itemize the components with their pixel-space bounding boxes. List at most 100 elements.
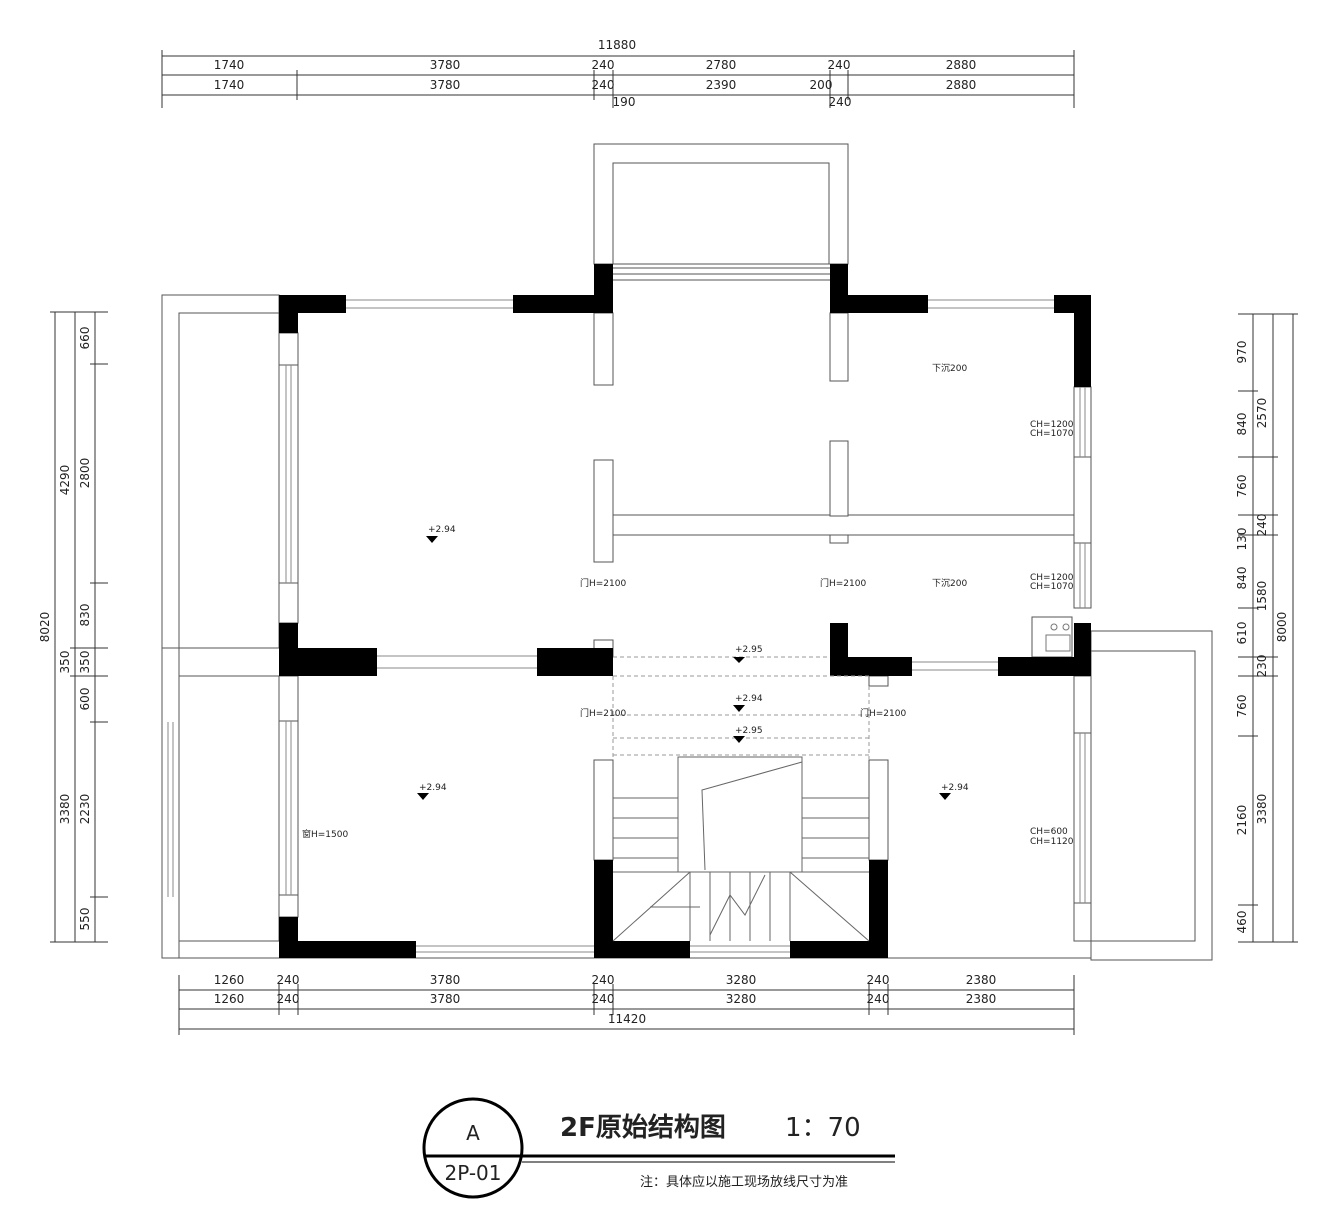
svg-text:2230: 2230	[78, 794, 92, 825]
window-glazing-lines	[167, 299, 1086, 953]
svg-text:3380: 3380	[58, 794, 72, 825]
top-dim-row2: 1740 3780 240 2390 200 2880	[214, 78, 977, 92]
svg-text:460: 460	[1235, 911, 1249, 934]
svg-text:660: 660	[78, 327, 92, 350]
svg-text:240: 240	[829, 95, 852, 109]
svg-text:CH=1120: CH=1120	[1030, 837, 1074, 847]
top-dim-row3: 190 240	[613, 95, 852, 109]
top-total-dim: 11880	[598, 38, 636, 52]
drawing-scale: 1：70	[785, 1113, 861, 1143]
top-dim-row1: 1740 3780 240 2780 240 2880	[214, 58, 977, 72]
svg-text:2380: 2380	[966, 973, 997, 987]
svg-text:2880: 2880	[946, 58, 977, 72]
title-block: A 2P-01 2F原始结构图 1：70 注：具体应以施工现场放线尺寸为准	[422, 1097, 895, 1199]
sink-fixture	[1045, 623, 1071, 652]
drawing-title: 2F原始结构图	[560, 1113, 726, 1143]
svg-text:760: 760	[1235, 695, 1249, 718]
svg-text:610: 610	[1235, 622, 1249, 645]
svg-text:+2.94: +2.94	[428, 525, 456, 535]
svg-text:240: 240	[867, 973, 890, 987]
svg-text:240: 240	[592, 78, 615, 92]
svg-text:CH=600: CH=600	[1030, 827, 1068, 837]
svg-text:3780: 3780	[430, 78, 461, 92]
svg-text:240: 240	[867, 992, 890, 1006]
svg-text:8020: 8020	[38, 612, 52, 643]
svg-text:CH=1070: CH=1070	[1030, 582, 1074, 592]
left-dims-text: 8020 4290 350 3380 660 2800 830 350 600 …	[38, 327, 92, 931]
bottom-total-dim: 11420	[608, 1012, 646, 1026]
svg-text:CH=1070: CH=1070	[1030, 429, 1074, 439]
svg-text:230: 230	[1255, 655, 1269, 678]
staircase	[612, 756, 870, 942]
svg-text:8000: 8000	[1275, 612, 1289, 643]
svg-text:3780: 3780	[430, 58, 461, 72]
svg-text:240: 240	[828, 58, 851, 72]
svg-text:240: 240	[592, 58, 615, 72]
svg-text:240: 240	[277, 992, 300, 1006]
section-letter: A	[466, 1121, 480, 1145]
top-dimension-chain	[161, 50, 1075, 108]
svg-text:2800: 2800	[78, 458, 92, 489]
svg-text:840: 840	[1235, 567, 1249, 590]
bottom-dim-row2: 1260 240 3780 240 3280 240 2380	[214, 992, 997, 1006]
level-labels: +2.94 +2.95 +2.94 +2.95 +2.94 +2.94	[419, 525, 969, 793]
svg-text:门H=2100: 门H=2100	[860, 707, 906, 719]
svg-text:240: 240	[592, 992, 615, 1006]
svg-text:2780: 2780	[706, 58, 737, 72]
svg-text:门H=2100: 门H=2100	[820, 577, 866, 589]
svg-text:2380: 2380	[966, 992, 997, 1006]
svg-text:240: 240	[1255, 514, 1269, 537]
svg-text:门H=2100: 门H=2100	[580, 577, 626, 589]
svg-text:240: 240	[592, 973, 615, 987]
svg-text:200: 200	[810, 78, 833, 92]
svg-text:830: 830	[78, 604, 92, 627]
svg-text:1740: 1740	[214, 78, 245, 92]
svg-text:4290: 4290	[58, 465, 72, 496]
sink-note-upper: 下沉200	[932, 363, 967, 374]
svg-text:2570: 2570	[1255, 398, 1269, 429]
svg-text:1580: 1580	[1255, 581, 1269, 612]
svg-text:600: 600	[78, 688, 92, 711]
right-dimension-chain	[1238, 313, 1298, 943]
svg-text:350: 350	[78, 651, 92, 674]
svg-text:2160: 2160	[1235, 805, 1249, 836]
structural-walls	[279, 264, 1091, 958]
svg-text:190: 190	[613, 95, 636, 109]
level-markers	[417, 536, 951, 800]
svg-text:+2.94: +2.94	[419, 783, 447, 793]
svg-text:+2.95: +2.95	[735, 645, 763, 655]
sheet-code: 2P-01	[444, 1161, 501, 1185]
svg-text:1260: 1260	[214, 992, 245, 1006]
svg-text:970: 970	[1235, 341, 1249, 364]
svg-text:550: 550	[78, 908, 92, 931]
svg-text:3280: 3280	[726, 973, 757, 987]
svg-text:2880: 2880	[946, 78, 977, 92]
sink-note-lower: 下沉200	[932, 578, 967, 589]
svg-text:2390: 2390	[706, 78, 737, 92]
svg-text:窗H=1500: 窗H=1500	[302, 828, 348, 840]
svg-text:350: 350	[58, 651, 72, 674]
svg-text:760: 760	[1235, 475, 1249, 498]
svg-text:1260: 1260	[214, 973, 245, 987]
bottom-dimension-chain	[178, 975, 1075, 1035]
room-annotations: 下沉200 下沉200 CH=1200 CH=1070 CH=1200 CH=1…	[302, 363, 1074, 847]
svg-text:+2.94: +2.94	[735, 694, 763, 704]
right-dims-text: 8000 2570 240 1580 230 3380 970 840 760 …	[1235, 341, 1289, 934]
left-dimension-chain	[50, 311, 108, 943]
svg-text:3380: 3380	[1255, 794, 1269, 825]
svg-text:3780: 3780	[430, 992, 461, 1006]
drawing-note: 注：具体应以施工现场放线尺寸为准	[640, 1174, 848, 1190]
svg-text:CH=1200: CH=1200	[1030, 420, 1074, 430]
svg-text:840: 840	[1235, 413, 1249, 436]
svg-text:门H=2100: 门H=2100	[580, 707, 626, 719]
bottom-dim-row1: 1260 240 3780 240 3280 240 2380	[214, 973, 997, 987]
svg-text:+2.95: +2.95	[735, 726, 763, 736]
svg-text:CH=1200: CH=1200	[1030, 573, 1074, 583]
svg-text:3780: 3780	[430, 973, 461, 987]
svg-text:3280: 3280	[726, 992, 757, 1006]
svg-text:+2.94: +2.94	[941, 783, 969, 793]
svg-text:1740: 1740	[214, 58, 245, 72]
svg-text:130: 130	[1235, 528, 1249, 551]
svg-text:240: 240	[277, 973, 300, 987]
